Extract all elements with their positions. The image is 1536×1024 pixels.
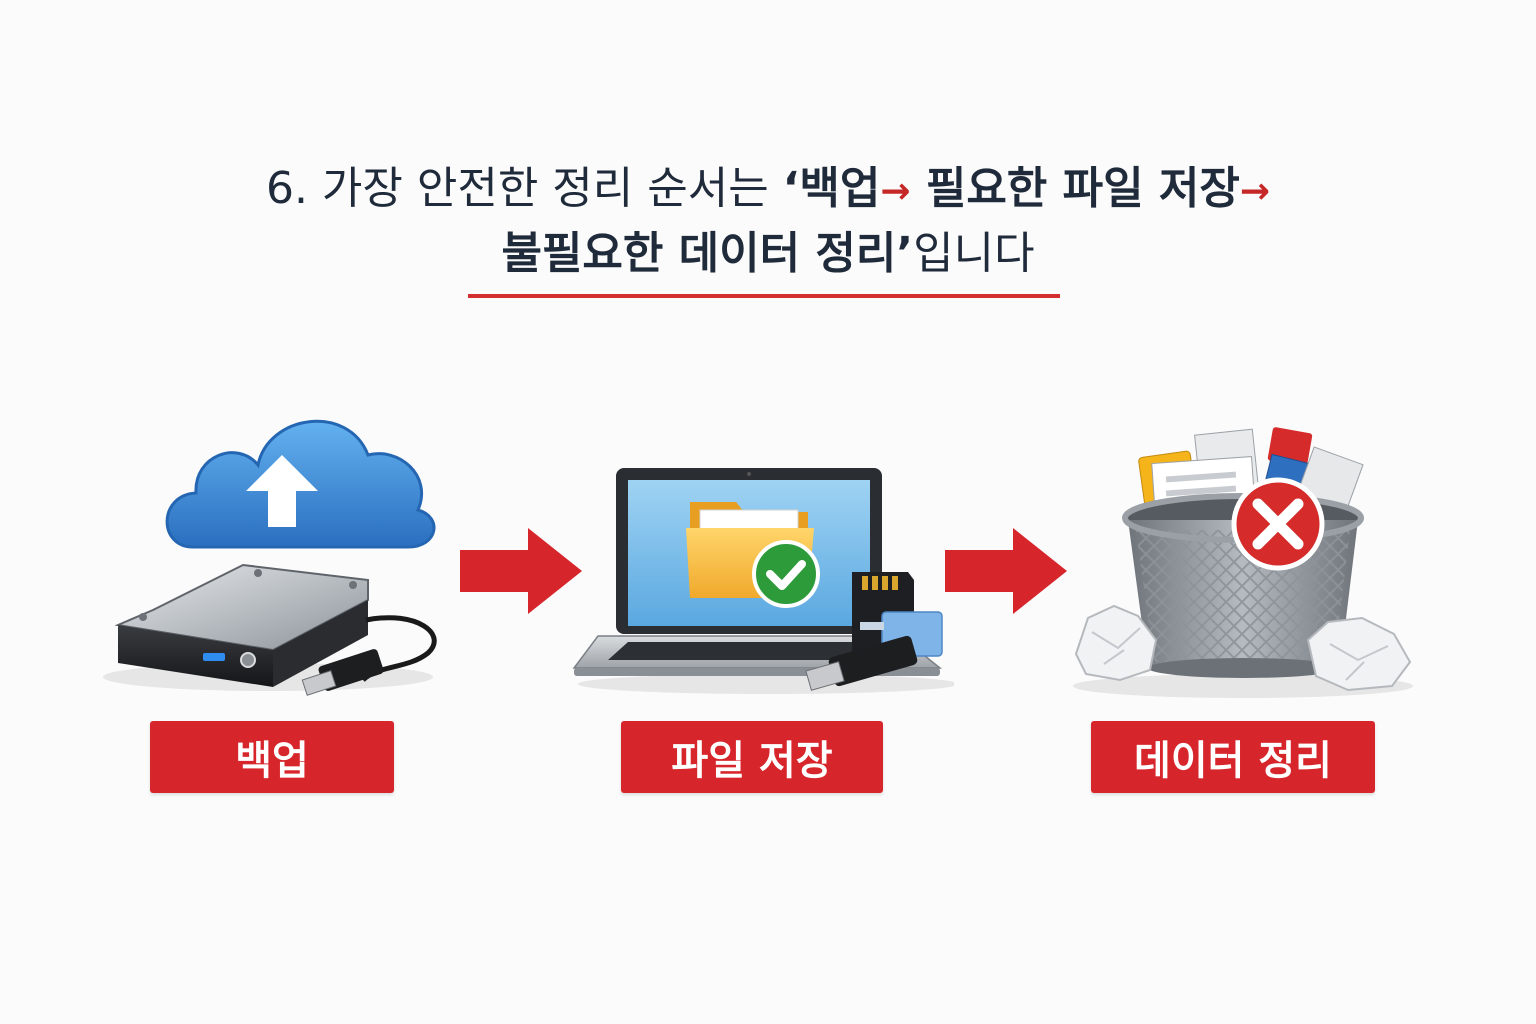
title-intro: 6. 가장 안전한 정리 순서는: [265, 163, 783, 214]
flow-arrow-right-icon: [460, 528, 582, 614]
cloud-upload-external-drive-icon: [103, 419, 437, 696]
page-title: 6. 가장 안전한 정리 순서는 ‘백업→ 필요한 파일 저장→ 불필요한 데이…: [0, 158, 1536, 285]
trash-bin-delete-icon: [1073, 427, 1413, 698]
step-label-text: 데이터 정리: [1134, 738, 1332, 784]
step-label-data-cleanup: 데이터 정리: [1091, 721, 1375, 793]
step-label-file-save: 파일 저장: [621, 721, 883, 793]
title-step-save: 필요한 파일 저장: [910, 163, 1240, 214]
title-arrow-2: →: [1239, 171, 1271, 212]
title-ending: 입니다: [913, 228, 1035, 279]
step-label-text: 백업: [235, 738, 309, 784]
flow-arrow-right-icon: [945, 528, 1067, 614]
title-arrow-1: →: [880, 171, 911, 212]
title-underline: [468, 294, 1060, 298]
title-line-2: 불필요한 데이터 정리’입니다: [0, 223, 1536, 285]
step-label-backup: 백업: [150, 721, 394, 793]
title-step-backup: ‘백업: [782, 163, 881, 214]
laptop-folder-check-icon: [572, 468, 954, 694]
title-line-1: 6. 가장 안전한 정리 순서는 ‘백업→ 필요한 파일 저장→: [0, 158, 1536, 223]
title-step-cleanup: 불필요한 데이터 정리’: [501, 228, 914, 279]
step-label-text: 파일 저장: [671, 738, 833, 784]
